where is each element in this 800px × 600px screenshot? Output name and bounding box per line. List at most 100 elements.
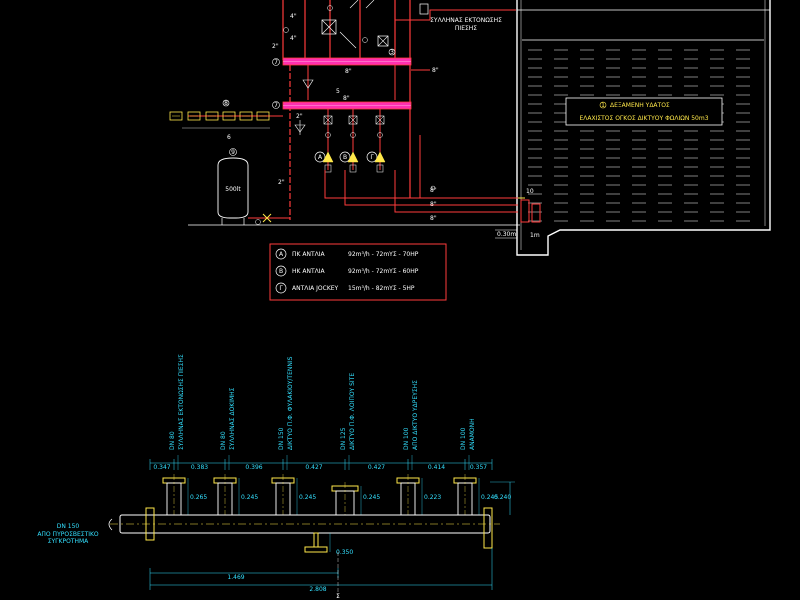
top-dim: 0.427	[368, 464, 385, 471]
branch-desc: ΑΝΑΜΟΝΗ	[469, 418, 476, 450]
legend-text: ΗΚ ΑΝΤΛΙΑ	[292, 268, 325, 275]
branch-desc: ΔΙΚΤΥΟ Π.Φ. ΦΥΛΑΚΙΟΥ/TENNIS	[287, 356, 294, 450]
pipe-size-right-8in-c: 8"	[430, 215, 437, 222]
legend-key-circle	[275, 248, 287, 260]
branch-dn: DN 125	[340, 427, 347, 450]
axis-mark: Σ	[336, 593, 340, 600]
branch-dn: DN 80	[220, 431, 227, 450]
riser-dim: 0.245	[241, 494, 258, 501]
inlet-dn: DN 150	[57, 523, 80, 530]
top-dim: 0.414	[428, 464, 445, 471]
alarm-valve	[239, 111, 253, 121]
tank-number-circle	[599, 101, 607, 109]
pump-circle	[314, 151, 326, 163]
pressure-line-label-1: ΣΥΛΛΗΝΑΣ ΕΚΤΟΝΩΣΗΣ	[430, 17, 502, 24]
pipe-size-top-1: 4"	[290, 13, 297, 20]
legend-text: ΑΝΤΛΙΑ JOCKEY	[292, 285, 339, 292]
pump-label: A	[318, 154, 323, 161]
inlet-flange	[145, 507, 155, 541]
top-dim: 0.396	[245, 464, 262, 471]
branch-desc: ΑΠΟ ΔΙΚΤΥΟ ΥΔΡΕΥΣΗΣ	[412, 380, 419, 450]
marker-6: 6	[227, 134, 231, 141]
pipe-size-top-2: 4"	[290, 35, 297, 42]
top-dim: 0.357	[470, 464, 487, 471]
top-dim: 0.347	[153, 464, 170, 471]
end-flange	[483, 507, 493, 549]
header-upper-out-size: 8"	[432, 67, 439, 74]
legend-spec: 92m³/h - 72mYΣ - 60HP	[348, 268, 419, 275]
pump-symbol	[347, 151, 359, 163]
legend-key: A	[279, 251, 284, 258]
water-tank: 1 ΔΕΞΑΜΕΝΗ ΥΔΑΤΟΣ ΕΛΑΧΙΣΤΟΣ ΟΓΚΟΣ ΔΙΚΤΥΟ…	[495, 0, 771, 256]
pressure-line-label-2: ΠΙΕΣΗΣ	[455, 25, 477, 32]
marker-8: 8	[224, 100, 228, 107]
manifold-support	[313, 532, 319, 548]
tank-number: 1	[601, 102, 605, 109]
pipe-size-right-8in-b: 8"	[430, 201, 437, 208]
alarm-valve-row	[169, 111, 270, 121]
branch-dn: DN 80	[169, 431, 176, 450]
tank-subtitle: ΕΛΑΧΙΣΤΟΣ ΟΓΚΟΣ ΔΙΚΤΥΟΥ ΦΩΛΙΩΝ 50m3	[579, 115, 708, 122]
bottom-dim-2: 2.808	[309, 586, 326, 593]
alarm-valve	[169, 111, 183, 121]
pump-label: Γ	[370, 154, 374, 161]
header-lower-size: 8"	[343, 95, 350, 102]
marker-7a: 7	[274, 59, 278, 66]
right-dim: 0.240	[494, 494, 511, 501]
legend-key-circle	[275, 282, 287, 294]
header-upper-size: 8"	[345, 68, 352, 75]
marker-9: 9	[231, 149, 235, 156]
water-hatch	[528, 49, 750, 222]
riser-dim: 0.245	[363, 494, 380, 501]
pipe-size-top-3: 2"	[272, 43, 279, 50]
tank-label-box	[565, 97, 723, 126]
pump-schematic: ΣΥΛΛΗΝΑΣ ΕΚΤΟΝΩΣΗΣ ΠΙΕΣΗΣ 4" 4" 2" 8" 8"…	[169, 0, 541, 226]
legend-key-circle	[275, 265, 287, 277]
legend-text: ΠΚ ΑΝΤΛΙΑ	[292, 251, 325, 258]
marker-5: 5	[336, 88, 340, 95]
riser-dim: 0.265	[190, 494, 207, 501]
pump-circle	[339, 151, 351, 163]
legend-key: B	[279, 268, 283, 275]
top-dim: 0.427	[305, 464, 322, 471]
legend-spec: 15m³/h - 82mYΣ - 5HP	[348, 285, 415, 292]
legend-box	[269, 243, 447, 301]
top-dim: 0.383	[191, 464, 208, 471]
riser-dim: 0.245	[481, 494, 498, 501]
alarm-valve	[222, 111, 236, 121]
expansion-vessel	[217, 157, 249, 219]
pipe-size-right-8in-a: 8"	[430, 187, 437, 194]
tank-depth-label: 0.30m	[497, 231, 516, 238]
pump-symbol	[374, 151, 386, 163]
legend-key: Γ	[279, 285, 283, 292]
riser-dim: 0.245	[299, 494, 316, 501]
pump-circle	[366, 151, 378, 163]
pump-label: B	[343, 154, 347, 161]
alarm-valve	[205, 111, 219, 121]
branch-dn: DN 100	[403, 427, 410, 450]
pipe-size-drop-2in: 2"	[278, 179, 285, 186]
marker-3: 3	[390, 49, 394, 56]
stand-dim: 0.350	[336, 549, 353, 556]
tank-sump-label: 1m	[530, 232, 540, 239]
riser-dim: 0.223	[424, 494, 441, 501]
legend-spec: 92m³/h - 72mYΣ - 70HP	[348, 251, 419, 258]
alarm-valve	[256, 111, 270, 121]
bottom-dim-1: 1.469	[227, 574, 244, 581]
pump-legend: A ΠΚ ΑΝΤΛΙΑ 92m³/h - 72mYΣ - 70HP B ΗΚ ΑΝΤΛΙ…	[269, 243, 447, 301]
inlet-desc-2: ΣΥΓΚΡΟΤΗΜΑ	[48, 538, 89, 545]
inlet-desc-1: ΑΠΟ ΠΥΡΟΣΒΕΣΤΙΚΟ	[37, 531, 99, 538]
marker-10: 10	[526, 188, 534, 195]
pump-symbol	[322, 151, 334, 163]
marker-7b: 7	[274, 102, 278, 109]
branch-dn: DN 150	[278, 427, 285, 450]
branch-dn: DN 100	[460, 427, 467, 450]
branch-desc: ΣΥΛΛΗΝΑΣ ΔΟΚΙΜΗΣ	[229, 387, 236, 450]
tank-title: ΔΕΞΑΜΕΝΗ ΥΔΑΤΟΣ	[610, 102, 670, 109]
pipe-size-left-2in: 2"	[296, 113, 303, 120]
branch-desc: ΣΥΛΛΗΝΑΣ ΕΚΤΟΝΩΣΗΣ ΠΙΕΣΗΣ	[178, 354, 185, 450]
branch-desc: ΔΙΚΤΥΟ Π.Φ. ΛΟΙΠΟΥ SITE	[349, 373, 356, 450]
